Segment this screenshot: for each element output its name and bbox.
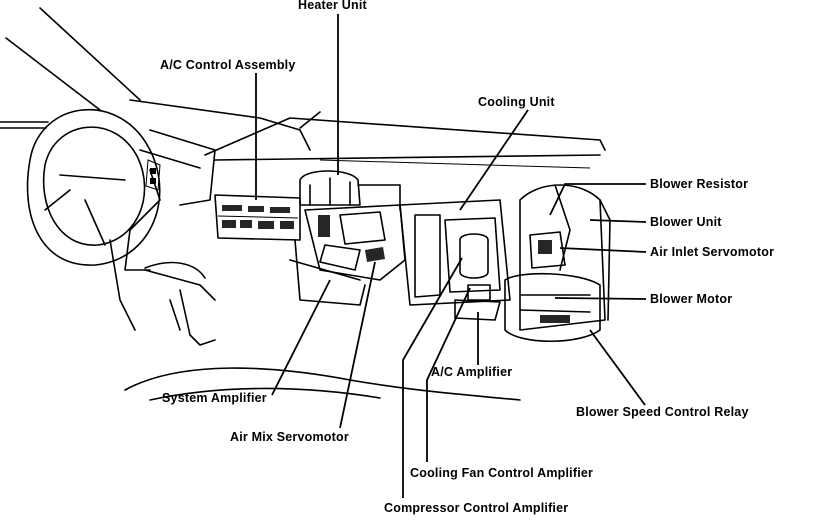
label-ac-amplifier: A/C Amplifier — [431, 365, 513, 379]
leader-lines — [255, 14, 647, 498]
leader-blower-resistor — [549, 183, 646, 216]
leader-cooling-fan-control-amplifier — [426, 287, 471, 462]
ac-control-panel — [214, 194, 301, 241]
label-heater-unit: Heater Unit — [298, 0, 367, 12]
floor-outline — [124, 261, 521, 401]
label-compressor-control-amplifier: Compressor Control Amplifier — [384, 501, 569, 515]
label-air-mix-servomotor: Air Mix Servomotor — [230, 430, 349, 444]
leader-blower-unit — [589, 219, 647, 223]
label-ac-control-assembly: A/C Control Assembly — [160, 58, 296, 72]
label-system-amplifier: System Amplifier — [162, 391, 267, 405]
windshield-pillar — [5, 7, 141, 111]
blower-unit-body — [504, 184, 611, 342]
heater-unit-body — [299, 170, 401, 211]
leader-system-amplifier — [271, 279, 331, 396]
label-air-inlet-servomotor: Air Inlet Servomotor — [650, 245, 775, 259]
label-blower-unit: Blower Unit — [650, 215, 722, 229]
leader-blower-speed-control-relay — [589, 329, 646, 406]
leader-cooling-unit — [459, 109, 529, 211]
cooling-unit-body — [399, 199, 511, 321]
dash-top — [204, 111, 606, 169]
label-blower-motor: Blower Motor — [650, 292, 733, 306]
label-cooling-fan-control-amplifier: Cooling Fan Control Amplifier — [410, 466, 594, 480]
leader-compressor-control-amplifier — [402, 257, 463, 498]
center-duct — [289, 204, 406, 306]
leader-air-mix-servomotor — [339, 261, 376, 429]
label-blower-resistor: Blower Resistor — [650, 177, 749, 191]
label-blower-speed-control-relay: Blower Speed Control Relay — [576, 405, 749, 419]
label-cooling-unit: Cooling Unit — [478, 95, 555, 109]
leader-blower-motor — [554, 297, 647, 300]
leader-air-inlet-servomotor — [559, 247, 647, 253]
left-dash-section — [109, 99, 311, 346]
steering-wheel — [0, 108, 161, 266]
